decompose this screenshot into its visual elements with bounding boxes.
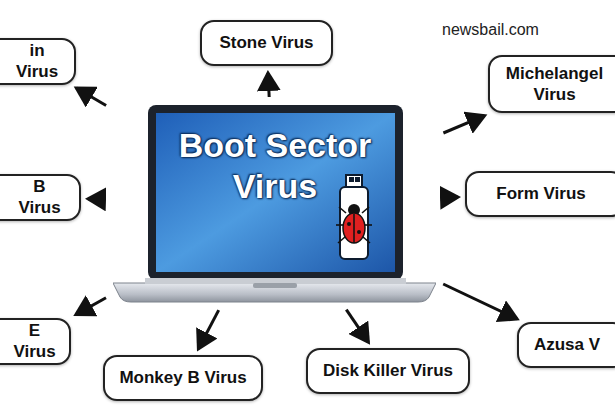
arrow-connector (76, 298, 106, 315)
virus-box: E Virus (0, 318, 71, 365)
virus-name: in Virus (10, 40, 64, 83)
virus-box: Stone Virus (200, 20, 333, 66)
virus-box: Azusa V (517, 322, 615, 368)
watermark: newsbail.com (442, 21, 539, 39)
laptop-screen: Boot Sector Virus (113, 105, 436, 303)
virus-name: Form Virus (496, 183, 585, 204)
virus-name: B Virus (10, 176, 69, 219)
virus-box: Monkey B Virus (103, 355, 263, 401)
virus-box: Disk Killer Virus (306, 348, 470, 394)
arrow-connector (268, 73, 269, 97)
virus-box: in Virus (0, 38, 76, 85)
arrow-connector (88, 197, 105, 201)
virus-name: E Virus (10, 320, 59, 363)
arrow-connector (443, 116, 484, 133)
virus-name: Disk Killer Virus (323, 360, 453, 381)
arrow-connector (444, 196, 458, 200)
virus-box: Michelangel Virus (488, 55, 615, 113)
virus-box: Form Virus (465, 171, 615, 217)
virus-name: Monkey B Virus (119, 367, 246, 388)
virus-name: Azusa V (534, 334, 600, 355)
virus-name: Michelangel Virus (500, 63, 609, 106)
arrow-connector (76, 88, 106, 106)
virus-box: B Virus (0, 174, 81, 221)
arrow-connector (198, 310, 218, 349)
virus-name: Stone Virus (219, 32, 313, 53)
arrow-connector (443, 284, 517, 319)
screen-title: Boot Sector Virus (160, 125, 390, 207)
arrow-connector (346, 310, 368, 343)
